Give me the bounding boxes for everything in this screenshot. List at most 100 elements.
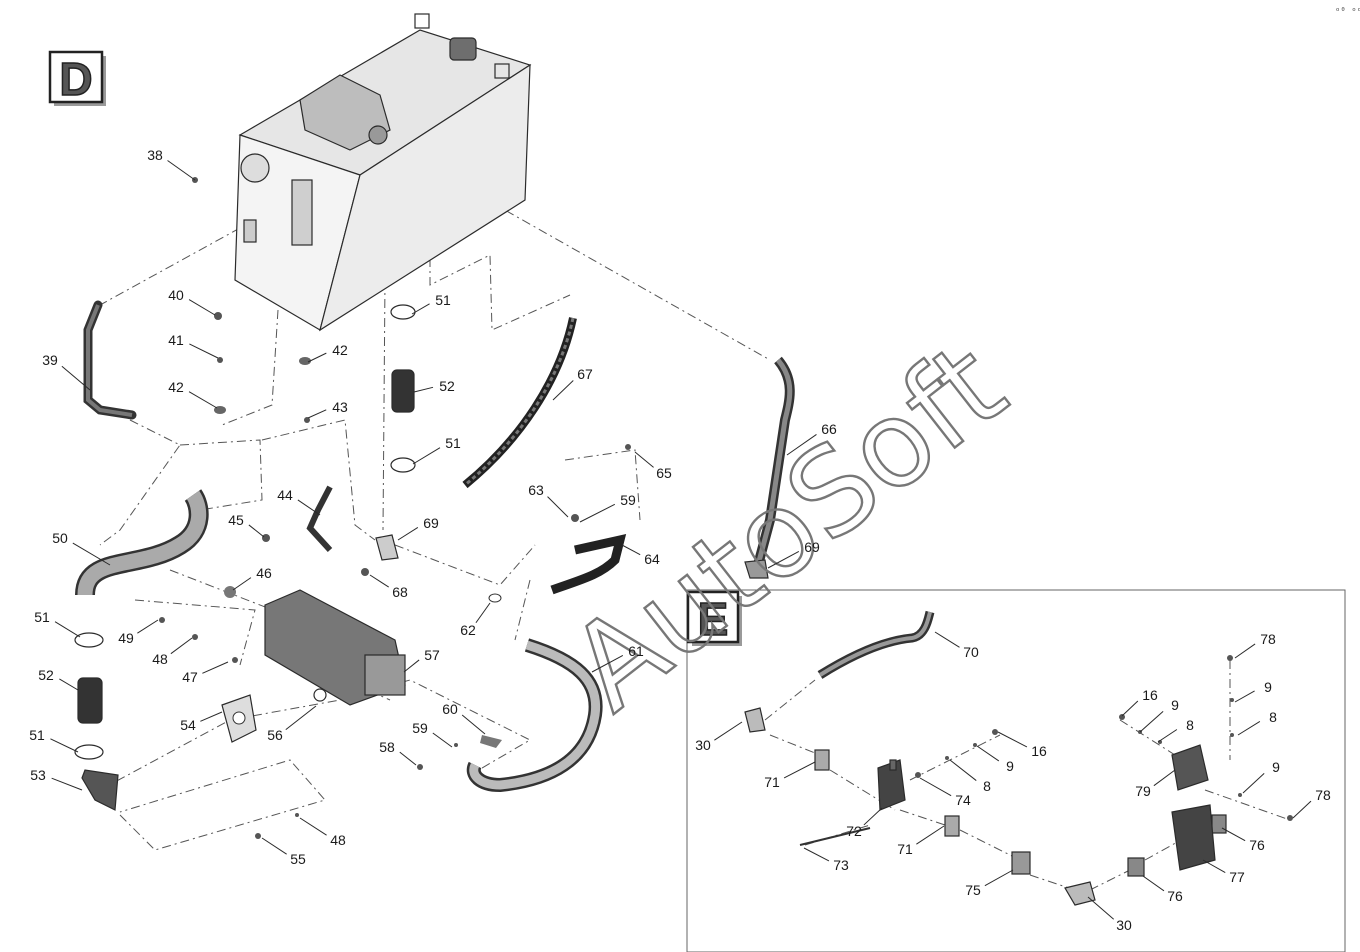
callout-label-42a: 42 bbox=[168, 379, 184, 395]
callout-label-42b: 42 bbox=[332, 342, 348, 358]
callout-leader-58 bbox=[399, 751, 417, 766]
callout-label-39: 39 bbox=[42, 352, 58, 368]
callout-label-77: 77 bbox=[1229, 869, 1245, 885]
callout-leader-51c bbox=[54, 621, 81, 638]
callout-leader-79 bbox=[1153, 769, 1176, 787]
callout-leader-42a bbox=[188, 391, 218, 409]
callout-label-43: 43 bbox=[332, 399, 348, 415]
callout-label-59b: 59 bbox=[412, 720, 428, 736]
pin-73-icon bbox=[799, 827, 871, 846]
pump-57-icon bbox=[264, 589, 406, 706]
callout-label-59a: 59 bbox=[620, 492, 636, 508]
valve-72-icon bbox=[877, 759, 906, 811]
callout-leader-72 bbox=[863, 807, 883, 826]
callout-label-9b: 9 bbox=[1264, 679, 1272, 695]
callout-label-40: 40 bbox=[168, 287, 184, 303]
fitting-30-icon bbox=[744, 707, 1096, 906]
callout-leader-42b bbox=[307, 352, 327, 363]
callout-label-70: 70 bbox=[963, 644, 979, 660]
small-fasteners-e-icon bbox=[915, 655, 1293, 821]
assembly-lines-e bbox=[764, 660, 1291, 891]
callout-label-66: 66 bbox=[821, 421, 837, 437]
callout-label-51a: 51 bbox=[435, 292, 451, 308]
hose-39-icon bbox=[83, 300, 137, 420]
callout-leader-75 bbox=[984, 869, 1014, 887]
callout-leader-48a bbox=[170, 637, 193, 655]
callout-leader-64 bbox=[621, 544, 641, 556]
valve-77-icon bbox=[1171, 804, 1216, 871]
bracket-79-icon bbox=[1171, 744, 1209, 791]
callout-leader-54 bbox=[200, 711, 223, 722]
callout-label-46: 46 bbox=[256, 565, 272, 581]
callout-label-68: 68 bbox=[392, 584, 408, 600]
adapter-71-icon bbox=[814, 749, 960, 837]
callout-leader-76a bbox=[1221, 827, 1246, 842]
callout-label-55: 55 bbox=[290, 851, 306, 867]
callout-leader-70 bbox=[934, 631, 960, 648]
callout-label-16a: 16 bbox=[1142, 687, 1158, 703]
callout-leader-62 bbox=[475, 602, 491, 624]
callout-label-38: 38 bbox=[147, 147, 163, 163]
callout-leader-30b bbox=[1087, 896, 1115, 920]
callout-leader-50 bbox=[72, 542, 111, 566]
callout-label-9c: 9 bbox=[1272, 759, 1280, 775]
callout-leader-16a bbox=[1121, 700, 1139, 717]
callout-label-62: 62 bbox=[460, 622, 476, 638]
callout-leader-57 bbox=[403, 659, 420, 673]
callout-leader-61 bbox=[591, 654, 624, 673]
hose-67-icon bbox=[462, 317, 577, 489]
corner-mark: ᵒ⁰ ᵒᵒᵒ bbox=[1335, 7, 1360, 17]
callout-label-67: 67 bbox=[577, 366, 593, 382]
callout-label-69b: 69 bbox=[804, 539, 820, 555]
callout-leader-46 bbox=[232, 577, 252, 591]
callout-label-48a: 48 bbox=[152, 651, 168, 667]
callout-label-75: 75 bbox=[965, 882, 981, 898]
callout-label-30a: 30 bbox=[695, 737, 711, 753]
callout-leader-44 bbox=[297, 499, 321, 516]
callout-leader-59a bbox=[579, 503, 616, 523]
hose-50-icon bbox=[75, 489, 209, 597]
callout-label-76b: 76 bbox=[1167, 888, 1183, 904]
callout-leader-65 bbox=[634, 451, 654, 468]
callout-leader-45 bbox=[248, 524, 265, 538]
gasket-54-icon bbox=[221, 694, 257, 743]
callout-leader-78b bbox=[1292, 800, 1312, 819]
callout-leader-41 bbox=[189, 343, 219, 359]
hose-66-icon bbox=[753, 356, 795, 567]
section-d-badge: D bbox=[48, 50, 106, 106]
callout-label-78a: 78 bbox=[1260, 631, 1276, 647]
callout-leader-68 bbox=[369, 574, 389, 588]
hydraulic-tank bbox=[234, 13, 532, 332]
callout-label-76a: 76 bbox=[1249, 837, 1265, 853]
callout-label-44: 44 bbox=[277, 487, 293, 503]
callout-label-72: 72 bbox=[846, 823, 862, 839]
filler-cap-icon bbox=[449, 37, 477, 61]
callout-leader-49 bbox=[137, 619, 159, 634]
callout-label-61: 61 bbox=[628, 643, 644, 659]
callout-label-47: 47 bbox=[182, 669, 198, 685]
callout-label-45: 45 bbox=[228, 512, 244, 528]
callout-leader-71b bbox=[916, 825, 945, 845]
hose-44-icon bbox=[306, 485, 333, 553]
callout-leader-78a bbox=[1234, 643, 1256, 659]
callout-label-48b: 48 bbox=[330, 832, 346, 848]
callout-label-51b: 51 bbox=[445, 435, 461, 451]
callout-label-8b: 8 bbox=[1269, 709, 1277, 725]
callout-leader-9a bbox=[1139, 710, 1164, 733]
callout-leader-55 bbox=[261, 837, 287, 855]
filter-head-icon bbox=[299, 74, 391, 151]
section-d-letter: D bbox=[59, 53, 92, 105]
callout-label-52a: 52 bbox=[439, 378, 455, 394]
section-e-badge: E bbox=[686, 590, 742, 646]
callout-label-71b: 71 bbox=[897, 841, 913, 857]
callout-leader-16b bbox=[997, 731, 1028, 748]
section-e-letter: E bbox=[698, 593, 729, 645]
callout-leader-51a bbox=[411, 303, 430, 315]
fitting-69-icon bbox=[375, 534, 769, 579]
callout-leader-66 bbox=[786, 434, 817, 456]
sight-gauge-icon bbox=[291, 179, 313, 246]
callout-leader-56 bbox=[285, 705, 317, 731]
callout-label-71a: 71 bbox=[764, 774, 780, 790]
callout-leader-51b bbox=[412, 447, 441, 465]
